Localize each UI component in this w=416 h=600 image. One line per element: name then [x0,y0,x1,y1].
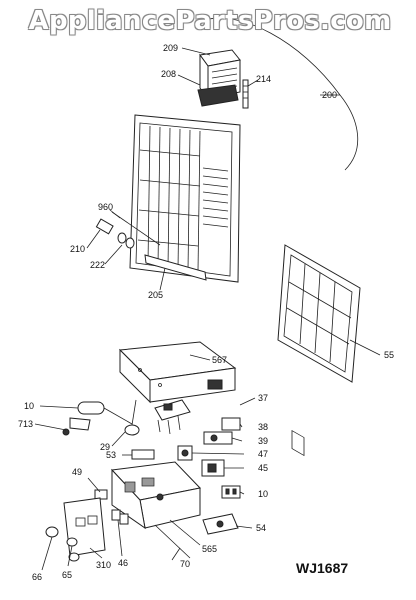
callout-567: 567 [212,355,227,365]
callout-310: 310 [96,560,111,570]
callout-210: 210 [70,244,85,254]
callout-200: 200 [322,90,337,100]
part-713-clamp [62,417,91,436]
part-37-selector-switch [154,399,191,435]
callout-47: 47 [258,449,268,459]
leader-lines [34,47,381,571]
callout-214: 214 [256,74,271,84]
part-55-air-filter [277,244,361,457]
callout-labels: 209 208 214 200 960 210 222 205 55 567 1… [18,43,394,582]
callout-29: 29 [100,442,110,452]
part-29-thermostat [124,399,140,436]
callout-53: 53 [106,450,116,460]
callout-565: 565 [202,544,217,554]
part-567-control-cover [118,341,237,404]
grille-vent-ribs [202,167,229,228]
callout-54: 54 [256,523,266,533]
part-49-button [94,489,108,500]
part-214-louver-rod [242,79,249,109]
part-208-louver-base [197,84,239,107]
callout-38: 38 [258,422,268,432]
callout-208: 208 [161,69,176,79]
part-66-knob [45,526,59,538]
part-bracket-small [207,379,223,390]
callout-713: 713 [18,419,33,429]
part-53-terminal-strip [131,449,155,460]
part-10-switch-right [221,485,241,499]
callout-45: 45 [258,463,268,473]
callout-960: 960 [98,202,113,212]
grille-slats [137,125,201,272]
part-310-control-panel [63,497,106,557]
part-222-spacers [117,232,135,249]
site-watermark: AppliancePartsPros.com [28,6,392,36]
part-38-connector [221,417,241,431]
filter-cells [291,429,305,457]
callout-55: 55 [384,350,394,360]
part-54-bracket [202,513,239,535]
callout-205: 205 [148,290,163,300]
callout-39: 39 [258,436,268,446]
part-205-grille-bar [144,254,207,281]
callout-37: 37 [258,393,268,403]
callout-49: 49 [72,467,82,477]
part-45-rotary-switch [201,459,225,477]
callout-65: 65 [62,570,72,580]
part-39-switch [203,431,233,445]
callout-10-capacitor: 10 [24,401,34,411]
part-46-keys [111,509,129,525]
control-board-chassis [110,461,201,559]
part-47-relay [177,445,193,461]
part-200-power-cord [204,17,359,171]
callout-66: 66 [32,572,42,582]
front-grille-panel [129,114,241,283]
callout-70: 70 [180,559,190,569]
part-210-knob [95,218,114,235]
part-65-knobs [66,537,80,562]
diagram-code: WJ1687 [296,560,349,576]
callout-209: 209 [163,43,178,53]
callout-46: 46 [118,558,128,568]
callout-10-switch: 10 [258,489,268,499]
callout-222: 222 [90,260,105,270]
